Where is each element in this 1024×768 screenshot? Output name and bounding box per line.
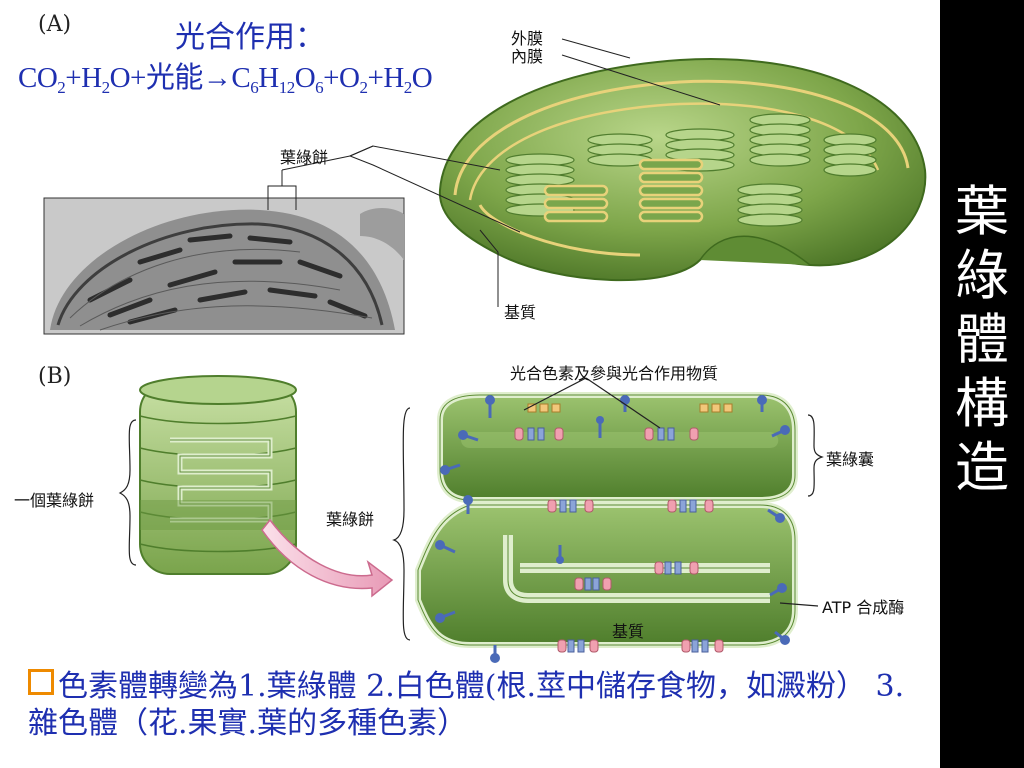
equation-subscript: 6 [250, 78, 259, 97]
label-stroma-b: 基質 [612, 622, 645, 641]
equation-term: H [258, 62, 279, 94]
equation-subscript: 2 [101, 78, 111, 97]
chloroplast-3d [438, 58, 927, 282]
equation-term: +H [367, 62, 404, 94]
leader-lines-b [118, 377, 824, 641]
slide-title: 葉 綠 體 構 造 [940, 180, 1024, 500]
equation-term: +H [65, 62, 102, 94]
bullet-note: 色素體轉變為1.葉綠體 2.白色體(根.莖中儲存食物，如澱粉） 3.雜色體（花.… [28, 668, 933, 742]
photosynthesis-equation: CO2+H2O+光能→C6H12O6+O2+H2O [18, 54, 433, 97]
note-text: 色素體轉變為1.葉綠體 2.白色體(根.莖中儲存食物，如澱粉） 3.雜色體（花.… [28, 669, 905, 741]
equation-subscript: 6 [315, 78, 324, 97]
title-char: 葉 [955, 180, 1009, 243]
leader-lines-a [267, 38, 721, 307]
label-one-granum: 一個葉綠餅 [14, 491, 95, 510]
magnify-arrow [261, 518, 394, 598]
equation-term: O+光能→C [109, 62, 251, 94]
label-stroma-a: 基質 [504, 303, 537, 322]
title-char: 綠 [955, 244, 1009, 307]
equation-term: O [411, 62, 433, 94]
title-char: 造 [955, 436, 1009, 499]
equation-title: 光合作用： [175, 20, 325, 55]
label-thylakoid: 葉綠囊 [826, 450, 875, 469]
title-char: 構 [955, 372, 1009, 435]
equation-term: CO [18, 62, 58, 94]
equation-term: O [294, 62, 316, 94]
title-char: 體 [955, 308, 1009, 371]
equation-subscript: 12 [278, 78, 296, 97]
label-inner-membrane: 內膜 [511, 47, 544, 66]
label-atp-synthase: ATP 合成酶 [822, 598, 905, 617]
panel-a-tag: (A) [38, 12, 72, 37]
label-outer-membrane: 外膜 [511, 29, 544, 48]
equation-subscript: 2 [403, 78, 413, 97]
sidebar [940, 0, 1024, 768]
panel-b-tag: (B) [38, 364, 72, 389]
thylakoid-section [415, 392, 798, 663]
equation-term: +O [323, 62, 360, 94]
equation-subscript: 2 [359, 78, 368, 97]
equation-subscript: 2 [57, 78, 66, 97]
label-pigments: 光合色素及參與光合作用物質 [510, 364, 719, 383]
label-granum-b: 葉綠餅 [326, 510, 375, 529]
label-granum-a: 葉綠餅 [280, 148, 329, 167]
bullet-square-icon [28, 669, 54, 695]
granum-stack [139, 375, 297, 575]
electron-micrograph [43, 197, 405, 335]
